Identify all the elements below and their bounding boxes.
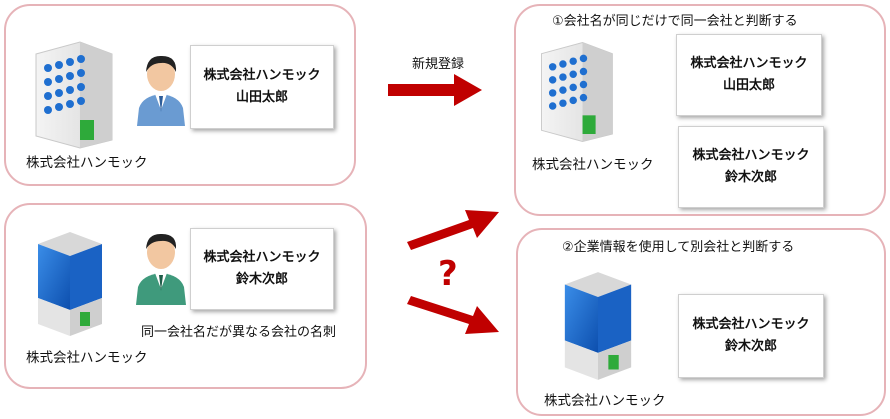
- result2-title: ②企業情報を使用して別会社と判断する: [562, 240, 795, 255]
- card-person: 鈴木次郎: [724, 339, 777, 354]
- card-company: 株式会社ハンモック: [692, 148, 810, 163]
- company-label: 株式会社ハンモック: [544, 393, 666, 409]
- person-suzuki-icon: [136, 233, 186, 305]
- business-card-yamada: 株式会社ハンモック 山田太郎: [190, 45, 334, 129]
- card-company: 株式会社ハンモック: [203, 250, 321, 265]
- arrow-down-right-icon: [407, 296, 499, 334]
- card-company: 株式会社ハンモック: [690, 56, 808, 71]
- question-mark: ?: [438, 254, 458, 294]
- arrow-right-icon: [388, 74, 482, 106]
- business-card-yamada: 株式会社ハンモック 山田太郎: [676, 34, 822, 116]
- building-icon: [541, 42, 613, 142]
- result1-title: ①会社名が同じだけで同一会社と判断する: [552, 14, 798, 29]
- same-name-note: 同一会社名だが異なる会社の名刺: [141, 325, 337, 340]
- company-label: 株式会社ハンモック: [26, 155, 148, 171]
- person-yamada-icon: [137, 55, 185, 126]
- card-person: 鈴木次郎: [724, 170, 777, 185]
- company-label: 株式会社ハンモック: [26, 350, 148, 366]
- new-registration-label: 新規登録: [412, 57, 465, 72]
- card-person: 鈴木次郎: [235, 272, 288, 287]
- business-card-suzuki: 株式会社ハンモック 鈴木次郎: [190, 228, 334, 310]
- blue-building-icon: [564, 272, 632, 380]
- business-card-suzuki: 株式会社ハンモック 鈴木次郎: [678, 126, 824, 208]
- card-person: 山田太郎: [235, 90, 288, 105]
- card-person: 山田太郎: [722, 78, 775, 93]
- company-label: 株式会社ハンモック: [532, 157, 654, 173]
- blue-building-icon: [38, 232, 102, 336]
- card-company: 株式会社ハンモック: [203, 68, 321, 83]
- card-company: 株式会社ハンモック: [692, 317, 810, 332]
- business-card-suzuki: 株式会社ハンモック 鈴木次郎: [678, 294, 824, 378]
- building-icon: [35, 41, 113, 149]
- arrow-up-right-icon: [407, 210, 499, 250]
